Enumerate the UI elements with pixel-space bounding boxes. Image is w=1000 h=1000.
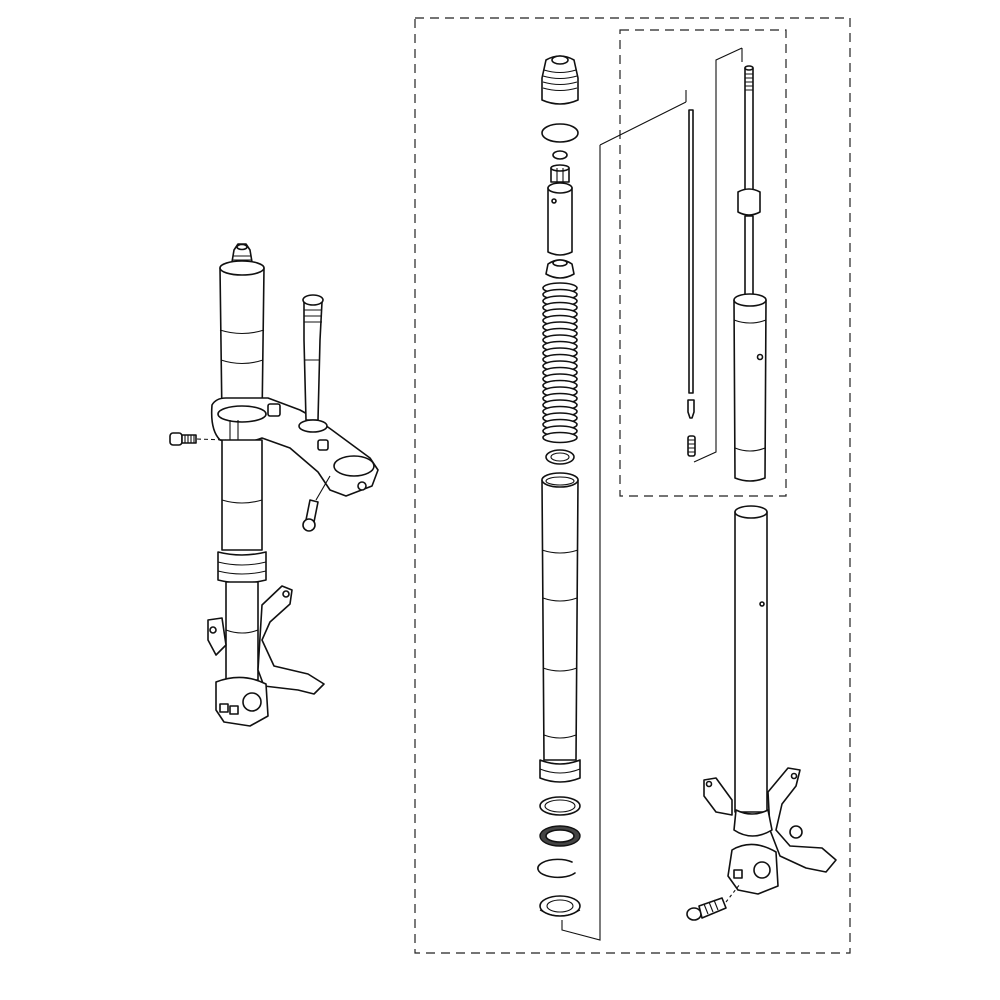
caliper-mount-left: [207, 617, 227, 656]
circlip: [537, 858, 576, 879]
steering-stem: [303, 301, 323, 421]
fork-outer-tube: [219, 262, 265, 421]
damper-cylinder: [733, 293, 767, 482]
inner-tube: [734, 505, 768, 813]
inner-tube-axle-bracket: [686, 505, 837, 921]
spacer-tube: [547, 182, 573, 256]
fork-cap: [541, 55, 579, 105]
fork-spring: [542, 282, 578, 444]
clamp-bolt: [302, 475, 331, 532]
axle-bracket-assembled: [215, 676, 269, 727]
clamp-ring: [333, 455, 375, 477]
caliper-mount-right: [257, 585, 325, 695]
axle-bracket: [703, 767, 837, 895]
rod: [688, 109, 694, 394]
valve-needle: [687, 399, 695, 419]
inner-group-frame: [619, 29, 787, 497]
outer-group-frame: [414, 17, 851, 954]
outer-tube-stack: [537, 55, 687, 941]
leader-line-damper: [693, 47, 743, 463]
outer-tube: [539, 472, 581, 783]
assembled-fork: [169, 243, 379, 727]
pinch-bolt-left: [169, 432, 227, 446]
damper-cartridge: [685, 47, 767, 482]
pinch-bolt-bracket: [686, 883, 741, 921]
damper-rod: [737, 65, 761, 301]
fork-lower-outer: [221, 439, 263, 551]
spring-seat: [545, 259, 575, 279]
slide-bushing: [539, 895, 581, 917]
spring-guide: [545, 449, 575, 465]
small-spring: [687, 435, 696, 457]
leader-line-stack: [561, 101, 687, 941]
washer: [552, 150, 568, 160]
oil-seal: [539, 825, 581, 847]
o-ring: [541, 123, 579, 143]
dust-seal-assembled: [217, 551, 267, 584]
lock-nut: [550, 164, 570, 183]
